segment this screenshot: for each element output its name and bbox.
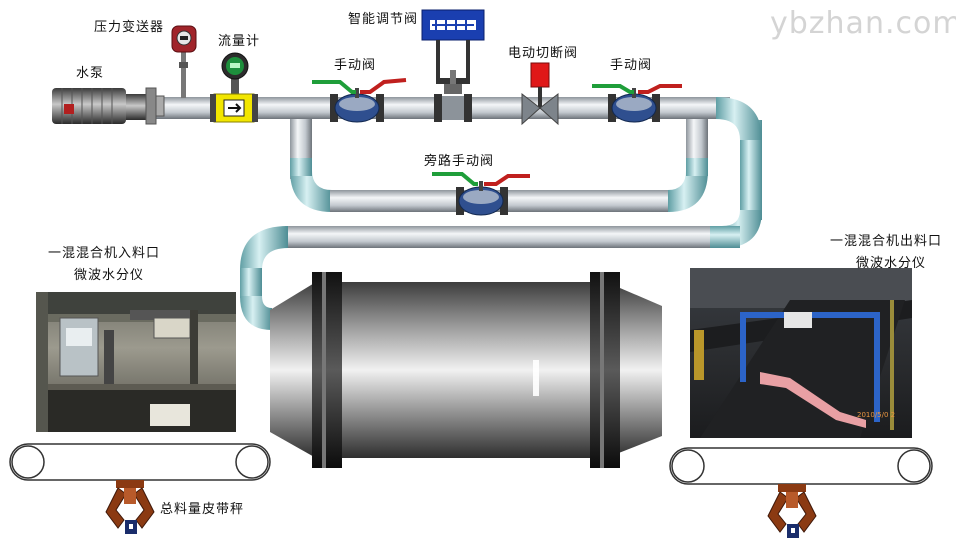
pump-icon xyxy=(52,87,165,125)
belt-scale-label: 总料量皮带秤 xyxy=(160,502,245,517)
pump-label: 水泵 xyxy=(76,66,105,81)
outlet-label-line1: 一混混合机出料口 xyxy=(830,234,943,249)
valve-icon xyxy=(312,78,407,123)
bypass-valve-label: 旁路手动阀 xyxy=(424,154,495,169)
photo-timestamp: 2010/5/0 2 xyxy=(857,411,895,419)
inlet-label-line1: 一混混合机入料口 xyxy=(48,246,161,261)
pressure-transmitter-label: 压力变送器 xyxy=(94,20,165,35)
pressure-gauge-icon xyxy=(171,25,197,98)
smart-valve-label: 智能调节阀 xyxy=(348,12,419,27)
inlet-label-line2: 微波水分仪 xyxy=(74,268,145,283)
electric-valve-label: 电动切断阀 xyxy=(508,46,579,61)
manual-valve-1-label: 手动阀 xyxy=(334,58,377,73)
return-pipe xyxy=(240,97,762,330)
outlet-label-line2: 微波水分仪 xyxy=(856,256,927,271)
inlet-moisture-photo xyxy=(36,292,236,432)
flowmeter-icon xyxy=(210,52,258,123)
belt-scale-icon xyxy=(105,480,155,534)
solenoid-icon xyxy=(521,62,559,126)
left-conveyor xyxy=(9,443,271,481)
actuator-icon xyxy=(421,9,485,122)
bypass-pipe xyxy=(290,119,708,212)
watermark-text: ybzhan.com xyxy=(770,6,956,41)
outlet-moisture-photo xyxy=(690,268,912,438)
flowmeter-label: 流量计 xyxy=(218,34,261,49)
valve-icon xyxy=(592,84,682,123)
manual-valve-2-label: 手动阀 xyxy=(610,58,653,73)
belt-scale-icon xyxy=(767,484,817,538)
drum-icon xyxy=(270,272,662,468)
right-conveyor xyxy=(669,447,933,485)
valve-icon xyxy=(432,172,530,216)
